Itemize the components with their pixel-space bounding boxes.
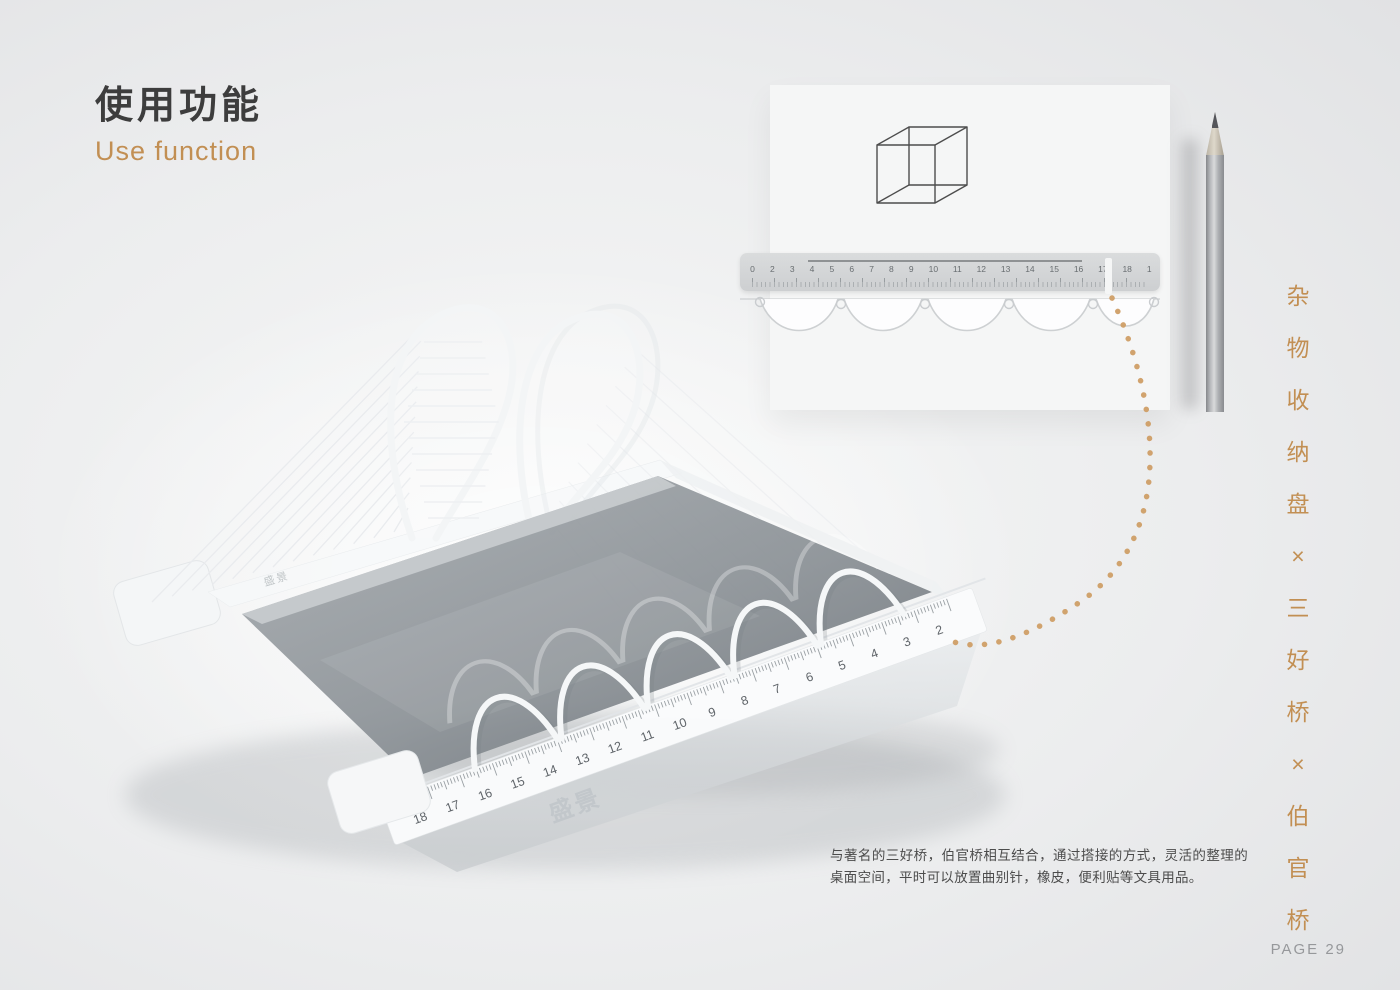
diagram-ruler-number: 13 — [1000, 264, 1011, 274]
pylon-loop-left — [387, 304, 517, 542]
vertical-label-char: 收 — [1286, 387, 1310, 413]
diagram-ruler-number: 18 — [1122, 264, 1132, 274]
diagram-ruler-groove — [808, 260, 1082, 262]
diagram-ruler-slot — [1105, 258, 1112, 294]
vertical-label-char: 盘 — [1286, 491, 1310, 517]
description-text: 与著名的三好桥，伯官桥相互结合，通过搭接的方式，灵活的整理的桌面空间，平时可以放… — [830, 848, 1248, 886]
diagram-ruler-number: 7 — [869, 264, 874, 274]
diagram-ruler-numbers: 0 2 3 4 5 6 7 8 9 10 11 12 13 14 15 16 17 18 1 — [750, 264, 1152, 274]
diagram-ruler-number: 10 — [928, 264, 939, 274]
pencil-body — [1206, 155, 1224, 412]
diagram-ruler-number: 2 — [769, 264, 775, 274]
product-ruler-number: 10 — [671, 715, 689, 733]
vertical-label-char: 桥 — [1286, 907, 1310, 933]
product-ruler-number: 5 — [836, 658, 847, 674]
rear-tab — [113, 560, 221, 646]
product-ruler-number: 4 — [869, 646, 880, 662]
front-tab — [327, 750, 431, 834]
bridge-wire — [344, 577, 986, 814]
product-ruler-number: 9 — [707, 705, 718, 721]
tray-sheen — [320, 552, 760, 732]
diagram-ruler-number: 14 — [1025, 264, 1035, 274]
diagram-ruler: 0 2 3 4 5 6 7 8 9 10 11 12 13 14 15 16 17 18 1 — [740, 253, 1160, 294]
product-ruler-number: 6 — [804, 669, 815, 685]
product-ruler-number: 12 — [606, 739, 624, 757]
vertical-label-char: 杂 — [1286, 283, 1310, 309]
pencil-shadow — [1182, 138, 1198, 410]
vertical-label-char: 三 — [1286, 595, 1310, 621]
diagram-ruler-number: 15 — [1049, 264, 1059, 274]
product-ruler-number: 11 — [639, 727, 656, 745]
vertical-label-char: × — [1291, 543, 1305, 569]
pencil-image — [1182, 112, 1224, 412]
diagram-ruler-number: 1 — [1146, 264, 1152, 274]
diagram-ruler-number: 6 — [849, 264, 855, 274]
vertical-label-char: 伯 — [1286, 803, 1310, 829]
product-ruler-number: 17 — [444, 797, 462, 815]
diagram-ruler-number: 3 — [789, 264, 795, 274]
diagram-ruler-number: 12 — [976, 264, 987, 274]
diagram-ruler-number: 9 — [908, 264, 914, 274]
vertical-label-char: 官 — [1286, 855, 1310, 881]
product-ruler-number: 16 — [476, 786, 494, 804]
page-title-en: Use function — [95, 136, 258, 166]
page-title-cn: 使用功能 — [95, 85, 264, 127]
cube-sketch-icon — [876, 126, 968, 204]
tray-inner-lip — [242, 476, 676, 624]
product-ruler-number: 15 — [509, 774, 527, 792]
diagram-ruler-number: 17 — [1098, 264, 1108, 274]
product-ruler-number: 7 — [771, 681, 782, 697]
vertical-label-char: 好 — [1286, 647, 1310, 673]
vertical-label-char: 纳 — [1286, 439, 1310, 465]
right-edge-band — [660, 460, 950, 600]
diagram-ruler-number: 11 — [952, 264, 962, 274]
pencil-lead — [1211, 112, 1219, 128]
page-number: PAGE 29 — [1270, 941, 1346, 958]
product-ruler-number: 13 — [574, 750, 592, 768]
pylon-loop-right — [516, 310, 644, 536]
pylon-loop-echo — [535, 303, 661, 526]
product-ruler-number: 14 — [541, 762, 559, 780]
wave-reflection — [447, 534, 881, 724]
front-wall — [401, 632, 981, 872]
pylon-loop-rungs — [404, 341, 499, 519]
diagram-ruler-number: 5 — [829, 264, 835, 274]
diagram-ruler-number: 4 — [809, 264, 815, 274]
vertical-label-char: × — [1291, 751, 1305, 777]
vertical-label: 杂物收纳盘×三好桥×伯官桥 — [1282, 270, 1314, 946]
title-block: 使用功能 Use function — [95, 74, 263, 167]
diagram-ruler-ticks-minor — [752, 282, 1148, 287]
diagram-ruler-number: 0 — [750, 264, 755, 274]
bridge-waves — [470, 568, 907, 773]
diagram-ruler-number: 16 — [1073, 264, 1084, 274]
diagram-ruler-number: 8 — [889, 264, 894, 274]
product-ruler-number: 2 — [934, 622, 945, 638]
vertical-label-char: 物 — [1286, 335, 1310, 361]
product-ruler-number: 8 — [739, 693, 750, 709]
product-ruler-number: 3 — [901, 634, 912, 650]
tray-interior — [242, 476, 932, 778]
vertical-label-char: 桥 — [1286, 699, 1310, 725]
